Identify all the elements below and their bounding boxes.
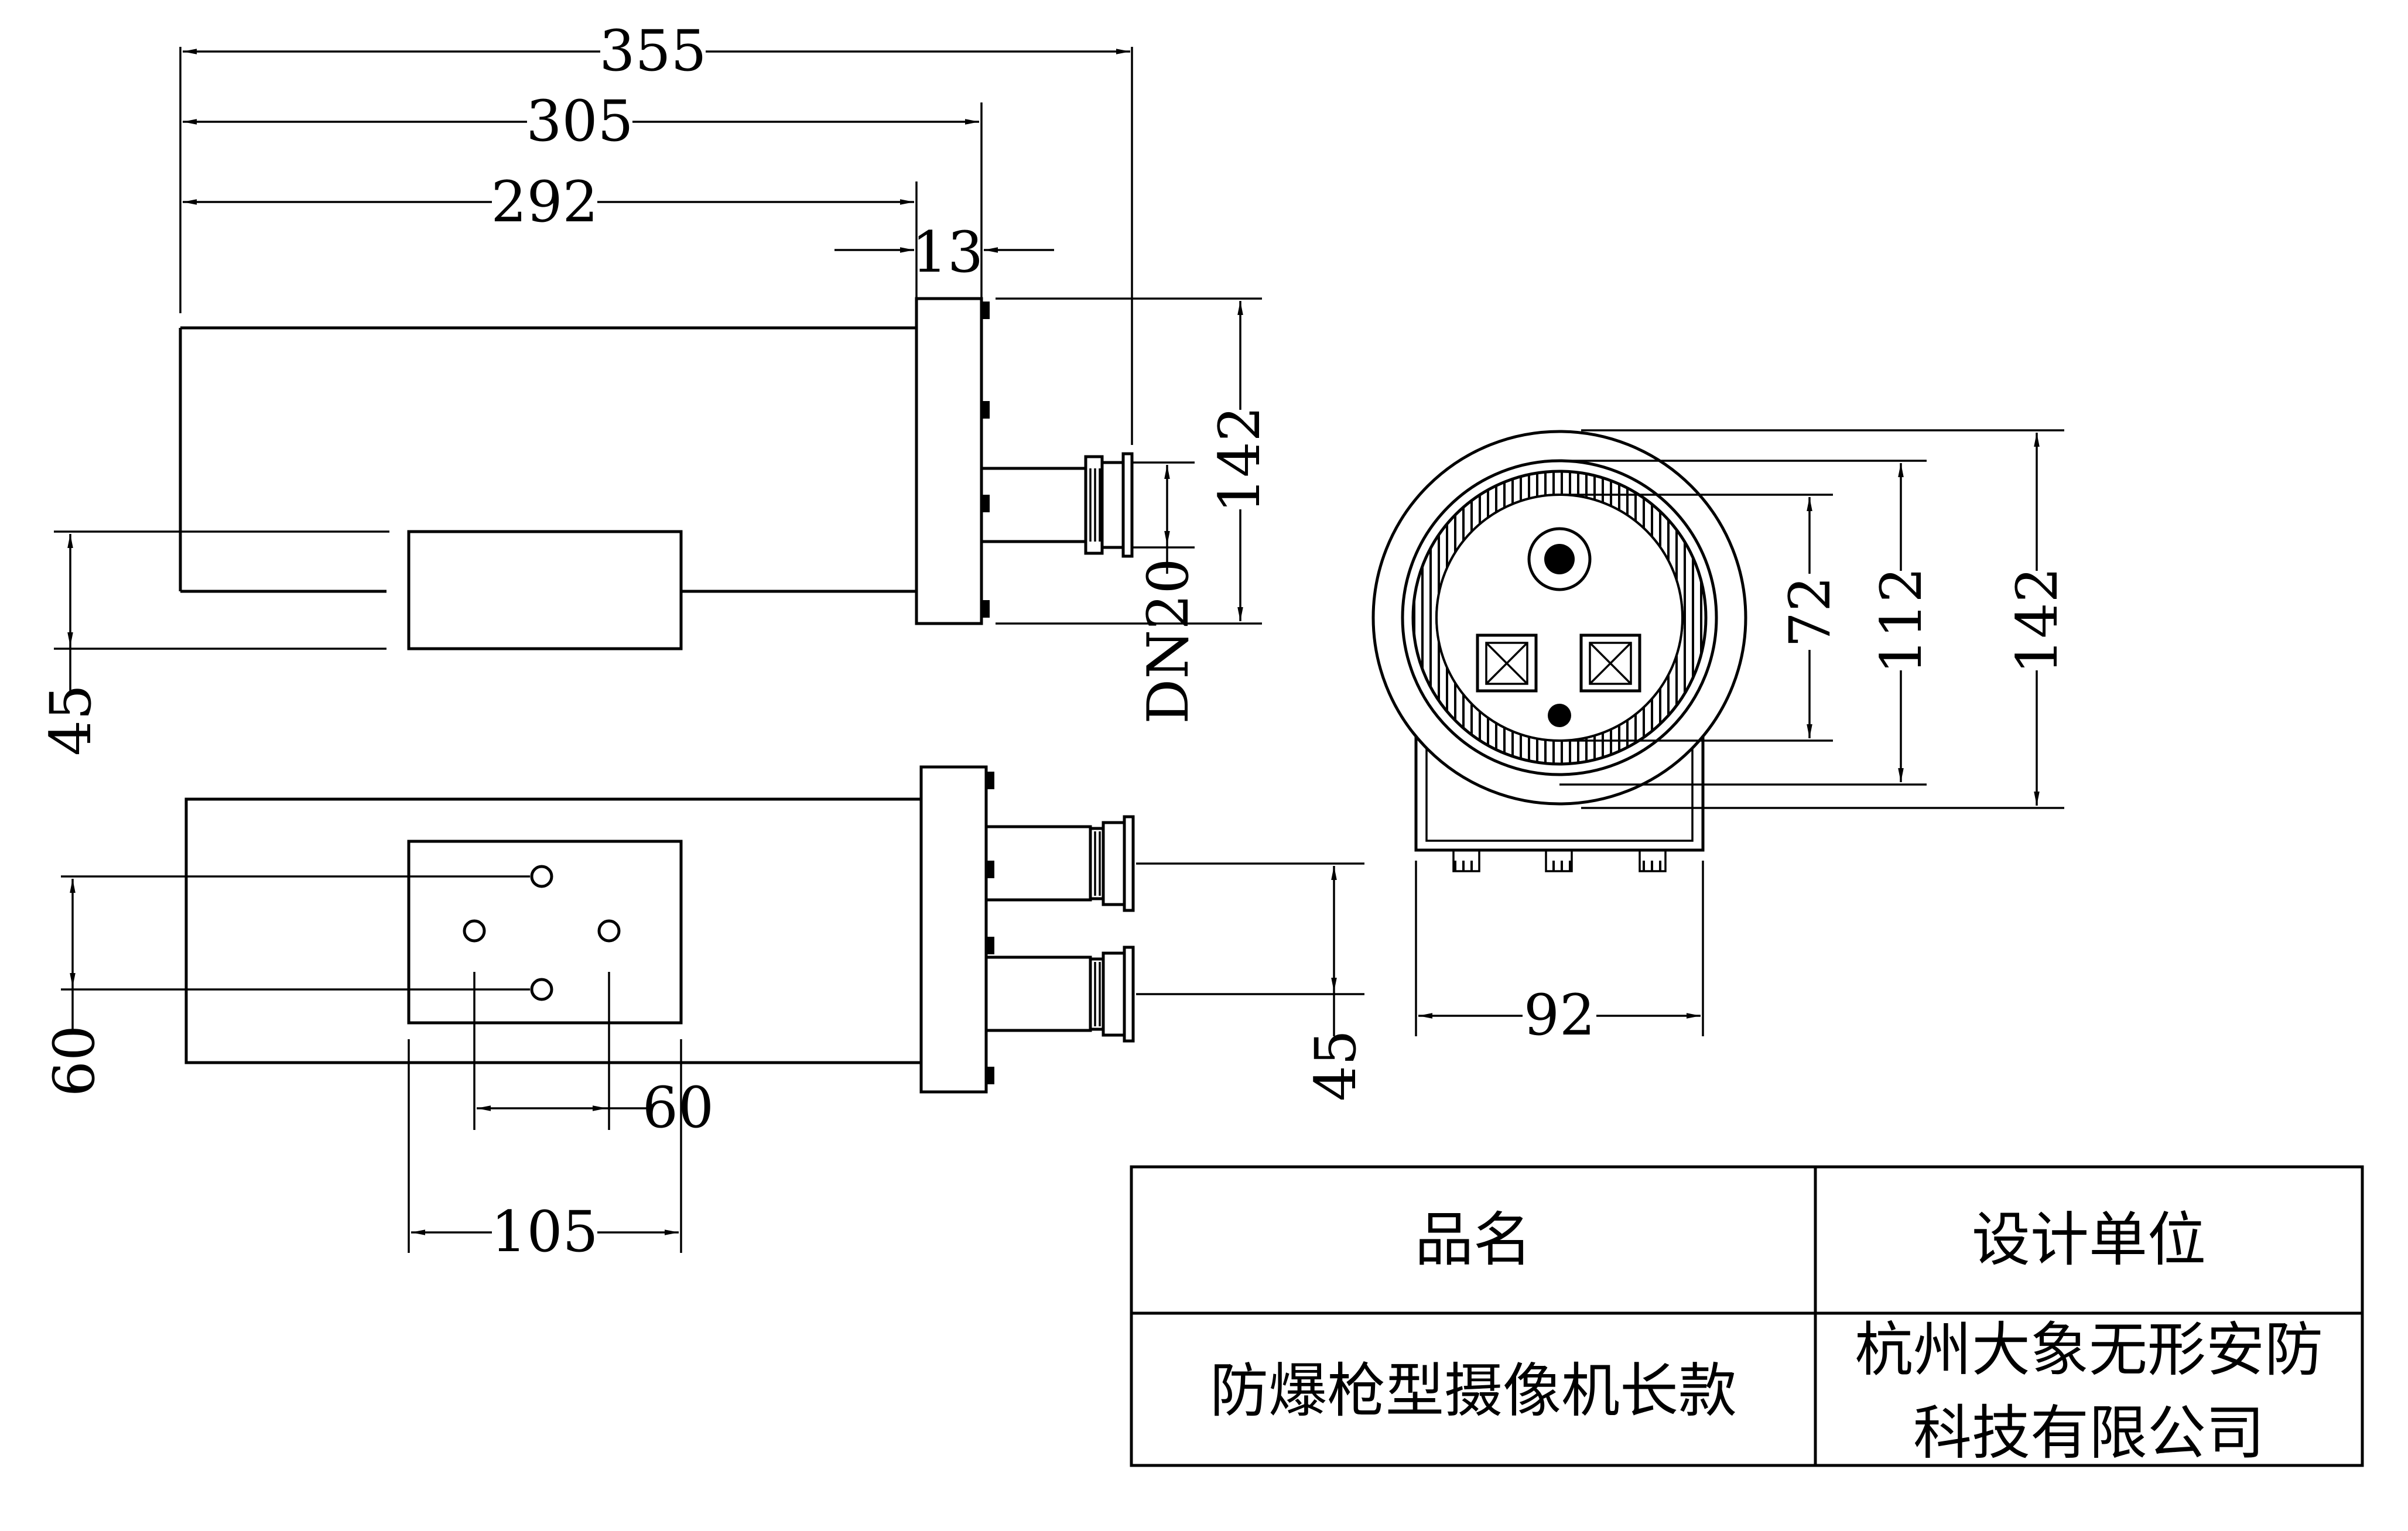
base-screws: [1452, 849, 1667, 872]
dim-body-length: 292: [491, 169, 598, 235]
dim-inner-dia: 112: [1869, 567, 1934, 674]
dim-bracket-hole-horizontal: 60: [642, 1075, 714, 1140]
dim-window-dia: 72: [1777, 576, 1843, 648]
dim-overall-length: 355: [599, 18, 706, 84]
side-view-top: 45 355 305 292 13 142 DN20: [38, 18, 1273, 756]
dim-flange-height-side: 142: [1207, 406, 1273, 513]
title-name-header: 品名: [1415, 1205, 1532, 1274]
title-block: 品名 设计单位 防爆枪型摄像机长款 杭州大象无形安防 科技有限公司: [1130, 1165, 2364, 1467]
title-product-name: 防爆枪型摄像机长款: [1210, 1357, 1737, 1425]
dim-length-to-cap: 305: [526, 88, 633, 154]
dim-flange-thickness: 13: [912, 220, 983, 285]
title-company-line1: 杭州大象无形安防: [1855, 1316, 2323, 1384]
title-company-line2: 科技有限公司: [1913, 1399, 2265, 1467]
dim-outer-dia: 142: [2005, 567, 2070, 674]
dim-bracket-offset-side: 45: [38, 684, 104, 756]
dim-base-width: 92: [1524, 982, 1595, 1048]
dim-bracket-width: 105: [491, 1199, 598, 1265]
dim-bracket-hole-vertical: 60: [42, 1025, 107, 1097]
front-view: 72 112 142 92: [1371, 429, 2070, 1048]
dim-conduit-thread: DN20: [1135, 558, 1201, 724]
dim-conduit-spacing: 45: [1303, 1030, 1369, 1101]
title-designer-header: 设计单位: [1972, 1205, 2206, 1274]
bottom-view: 45 60 60 105: [42, 765, 1369, 1265]
